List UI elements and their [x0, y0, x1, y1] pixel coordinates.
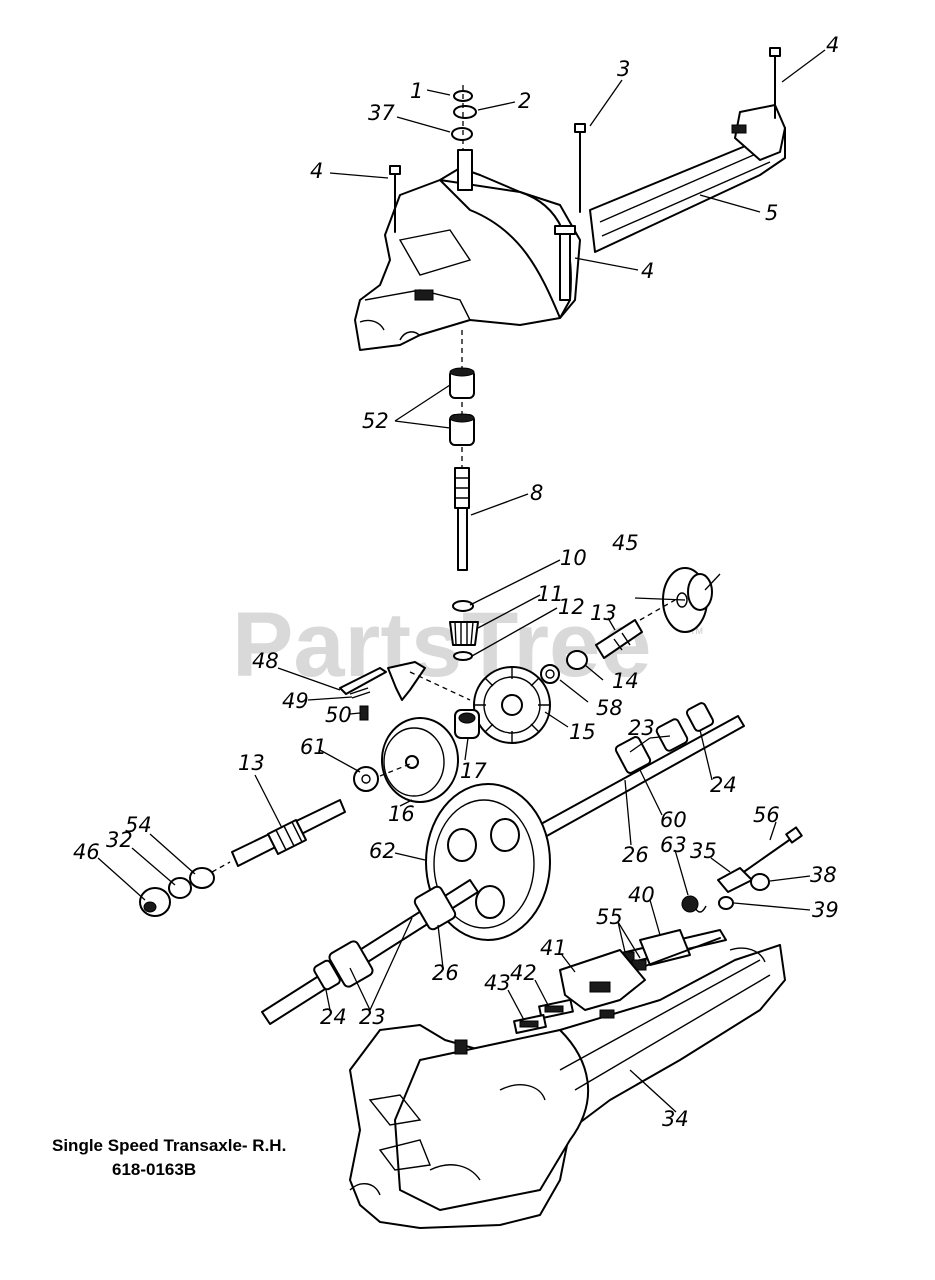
- callout-46: 46: [73, 840, 100, 864]
- callout-8: 8: [530, 481, 543, 505]
- callout-2: 2: [518, 89, 531, 113]
- spring-49-pin-50: [349, 687, 371, 721]
- washer-61: [353, 766, 379, 792]
- bearings-52: [449, 330, 475, 470]
- callout-12: 12: [558, 595, 585, 619]
- callout-10: 10: [560, 546, 587, 570]
- callout-24-upper: 24: [710, 773, 737, 797]
- callout-15: 15: [569, 720, 596, 744]
- callout-4-center: 4: [641, 259, 654, 283]
- callout-11: 11: [537, 582, 564, 606]
- callout-49: 49: [282, 689, 309, 713]
- callout-4-left: 4: [310, 159, 323, 183]
- callout-16: 16: [388, 802, 415, 826]
- shaft-13-upper: [595, 599, 676, 659]
- callout-52: 52: [362, 409, 389, 433]
- callout-39: 39: [812, 898, 839, 922]
- callout-26-lower: 26: [432, 961, 459, 985]
- callout-61: 61: [300, 735, 327, 759]
- callout-23-upper: 23: [628, 716, 655, 740]
- diagram-caption-title: Single Speed Transaxle- R.H.: [52, 1136, 287, 1155]
- callout-55: 55: [596, 905, 623, 929]
- spur-gear-16: [381, 717, 459, 803]
- shift-fork-48: [339, 661, 471, 701]
- shift-lever-assembly: [717, 826, 803, 910]
- bevel-gear-15: [473, 666, 551, 744]
- watermark: PartsTree: [232, 594, 651, 696]
- callout-34: 34: [662, 1107, 689, 1131]
- leader-lines: [97, 49, 826, 1113]
- upper-housing: [354, 104, 786, 351]
- callout-26-upper: 26: [622, 843, 649, 867]
- keys-42-43: [513, 998, 574, 1034]
- diagram-caption-part-number: 618-0163B: [112, 1160, 197, 1179]
- callout-60: 60: [660, 808, 687, 832]
- input-shaft-8: [454, 467, 470, 571]
- spring-63: [681, 895, 707, 913]
- callout-63: 63: [660, 833, 687, 857]
- callout-32: 32: [106, 828, 133, 852]
- pinion-gear-11: [449, 600, 479, 661]
- axle-lower-left: [261, 879, 479, 1025]
- callout-40: 40: [628, 883, 655, 907]
- washers-54-32-bearing-46: [139, 861, 231, 917]
- callout-37: 37: [368, 101, 395, 125]
- callout-1: 1: [410, 79, 423, 103]
- callout-3: 3: [617, 57, 630, 81]
- lower-housing-34: [349, 944, 786, 1229]
- shaft-13-lower: [231, 763, 411, 867]
- callout-38: 38: [810, 863, 837, 887]
- callout-58: 58: [596, 696, 623, 720]
- callout-56: 56: [753, 803, 780, 827]
- callout-4-top-right: 4: [826, 33, 839, 57]
- callout-62: 62: [369, 839, 396, 863]
- callout-50: 50: [325, 703, 352, 727]
- callout-13-lower: 13: [238, 751, 265, 775]
- callout-labels: 1 2 37 3 4 4 5 4 52 8 10 11 12 13 45 48 …: [73, 33, 839, 1131]
- washers-14-58: [540, 650, 588, 684]
- callout-17: 17: [460, 759, 487, 783]
- callout-43: 43: [484, 971, 511, 995]
- watermark-trademark: TM: [690, 626, 703, 636]
- callout-35: 35: [690, 839, 717, 863]
- callout-42: 42: [510, 961, 537, 985]
- shifter-41: [559, 949, 646, 1011]
- housing-bolts: [389, 47, 781, 301]
- callout-23-lower: 23: [359, 1005, 386, 1029]
- collar-17: [454, 709, 480, 739]
- washers-top: [451, 85, 477, 150]
- callout-54: 54: [125, 813, 152, 837]
- callout-45: 45: [612, 531, 639, 555]
- callout-14: 14: [612, 669, 639, 693]
- callout-24-lower: 24: [320, 1005, 347, 1029]
- callout-41: 41: [540, 936, 567, 960]
- callout-13-upper: 13: [590, 601, 617, 625]
- callout-5: 5: [765, 201, 778, 225]
- callout-48: 48: [252, 649, 279, 673]
